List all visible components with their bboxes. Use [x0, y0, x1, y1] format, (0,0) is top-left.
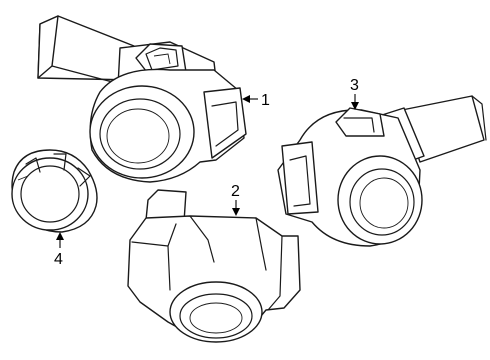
arrowhead-3	[351, 102, 359, 110]
part-2-mounting-bracket	[127, 189, 301, 343]
arrowhead-2	[232, 208, 240, 216]
arrowhead-4	[56, 232, 64, 240]
part-3-park-sensor	[277, 95, 487, 247]
callout-3: 3	[350, 77, 359, 110]
callout-label-3: 3	[350, 77, 359, 94]
callout-label-2: 2	[231, 183, 240, 200]
callout-1: 1	[242, 92, 270, 109]
callout-2: 2	[231, 183, 240, 216]
part-4-retainer-ring	[11, 149, 98, 233]
arrowhead-1	[242, 95, 250, 103]
part-1-park-sensor	[37, 15, 247, 183]
callout-label-4: 4	[54, 251, 63, 268]
callout-label-1: 1	[261, 92, 270, 109]
callout-4: 4	[54, 232, 64, 268]
